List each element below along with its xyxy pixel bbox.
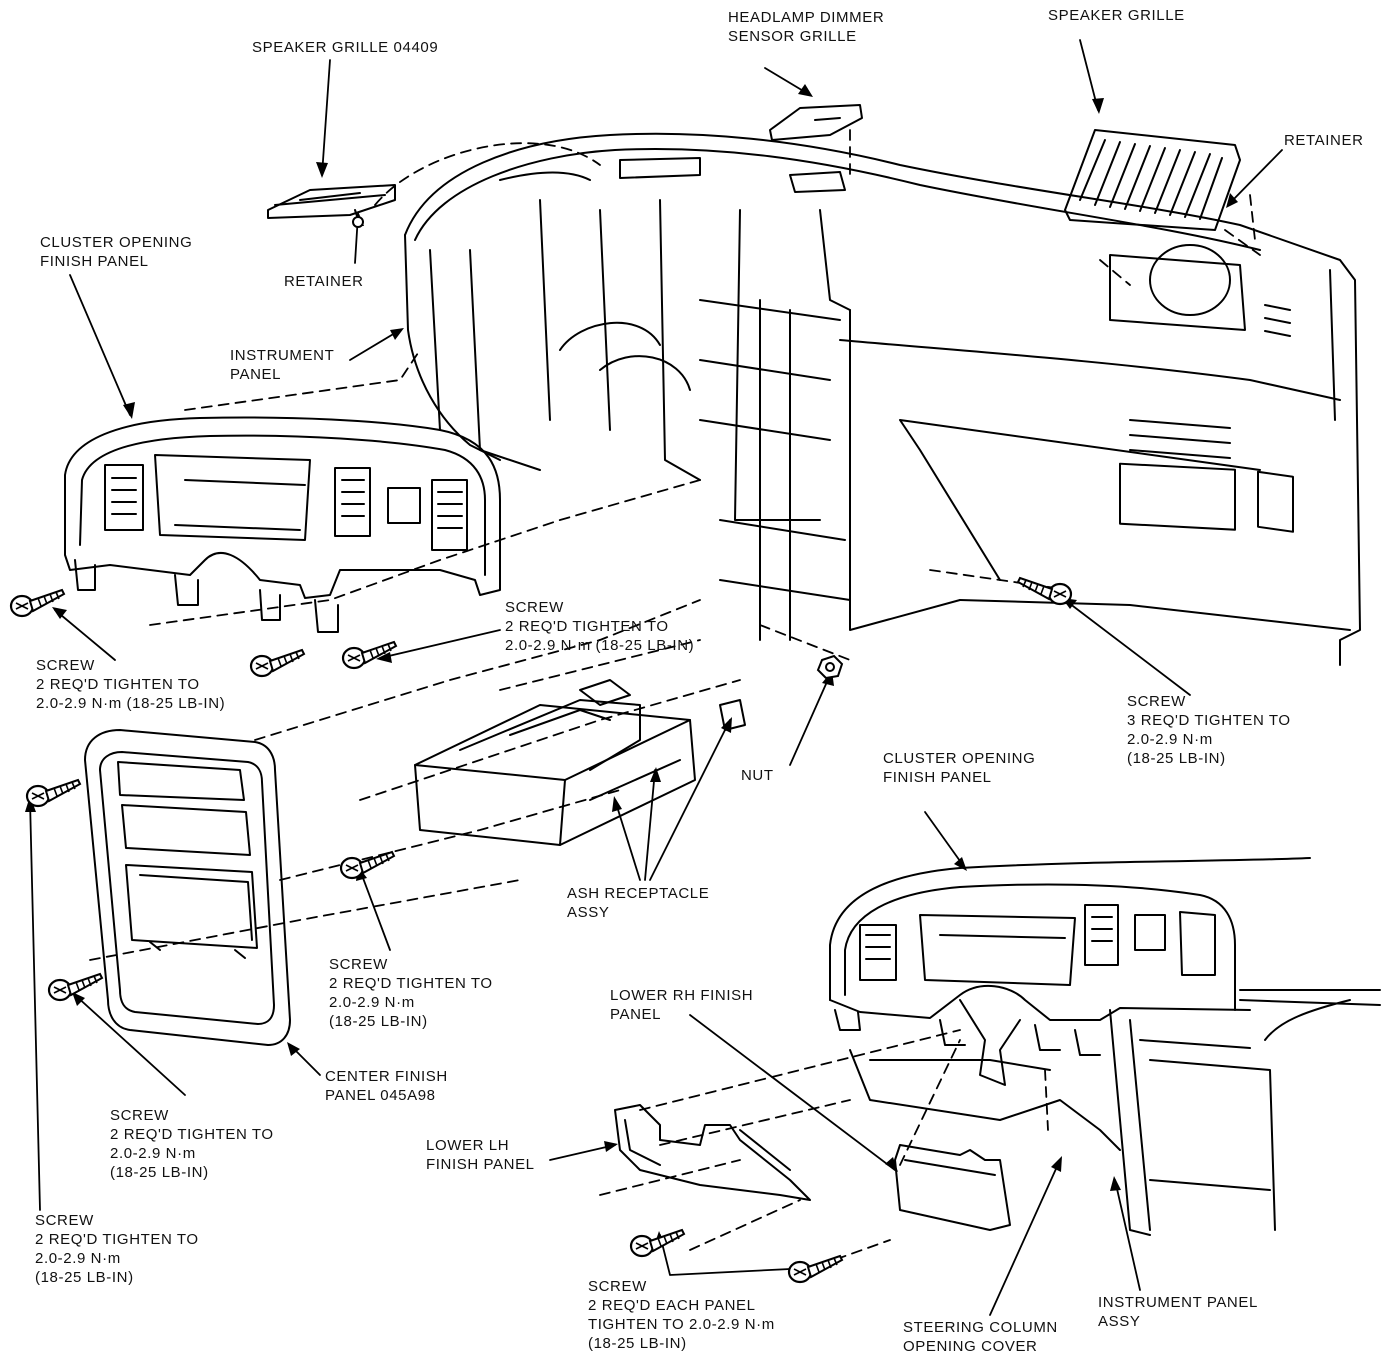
label-lower-rh-finish-panel: LOWER RH FINISH PANEL (610, 987, 754, 1023)
ash-receptacle-shape (414, 679, 746, 846)
label-cluster-opening-finish-panel-top: CLUSTER OPENING FINISH PANEL (40, 234, 193, 270)
label-screw-mid: SCREW 2 REQ'D TIGHTEN TO 2.0-2.9 N·m (18… (329, 956, 493, 1030)
label-retainer-right: RETAINER (1284, 132, 1364, 149)
label-instrument-panel-assy: INSTRUMENT PANEL ASSY (1098, 1294, 1258, 1330)
label-center-finish-panel: CENTER FINISH PANEL 045A98 (325, 1068, 448, 1104)
label-instrument-panel: INSTRUMENT PANEL (230, 347, 335, 383)
label-nut: NUT (741, 767, 774, 784)
label-screw-right: SCREW 3 REQ'D TIGHTEN TO 2.0-2.9 N·m (18… (1127, 693, 1291, 767)
label-screw-left-top: SCREW 2 REQ'D TIGHTEN TO 2.0-2.9 N·m (18… (36, 657, 226, 712)
instrument-panel-shape (404, 132, 1361, 666)
label-lower-lh-finish-panel: LOWER LH FINISH PANEL (426, 1137, 535, 1173)
label-screw-left-bottom: SCREW 2 REQ'D TIGHTEN TO 2.0-2.9 N·m (18… (35, 1212, 199, 1286)
label-cluster-opening-finish-panel-bottom: CLUSTER OPENING FINISH PANEL (883, 750, 1036, 786)
label-screw-each-panel: SCREW 2 REQ'D EACH PANEL TIGHTEN TO 2.0-… (588, 1278, 775, 1352)
cluster-finish-panel-shape (64, 416, 501, 633)
label-retainer-left: RETAINER (284, 273, 364, 290)
label-headlamp-dimmer-grille: HEADLAMP DIMMER SENSOR GRILLE (728, 9, 885, 45)
label-ash-receptacle-assy: ASH RECEPTACLE ASSY (567, 885, 710, 921)
instrument-panel-assy-view (829, 857, 1381, 1236)
headlamp-dimmer-grille-shape (769, 104, 863, 141)
lower-rh-finish-panel-shape (894, 1144, 1011, 1231)
label-steering-column-opening-cover: STEERING COLUMN OPENING COVER (903, 1319, 1058, 1355)
center-finish-panel-shape (84, 729, 291, 1046)
retainer-left-shape (352, 216, 364, 228)
nut-shape (816, 654, 844, 680)
speaker-grille-right-shape (1064, 129, 1241, 231)
lower-lh-finish-panel-shape (614, 1104, 811, 1201)
label-screw-center: SCREW 2 REQ'D TIGHTEN TO 2.0-2.9 N·m (18… (505, 599, 695, 654)
label-speaker-grille-right: SPEAKER GRILLE (1048, 7, 1185, 24)
label-speaker-grille-left: SPEAKER GRILLE 04409 (252, 39, 439, 56)
label-screw-left-mid: SCREW 2 REQ'D TIGHTEN TO 2.0-2.9 N·m (18… (110, 1107, 274, 1181)
